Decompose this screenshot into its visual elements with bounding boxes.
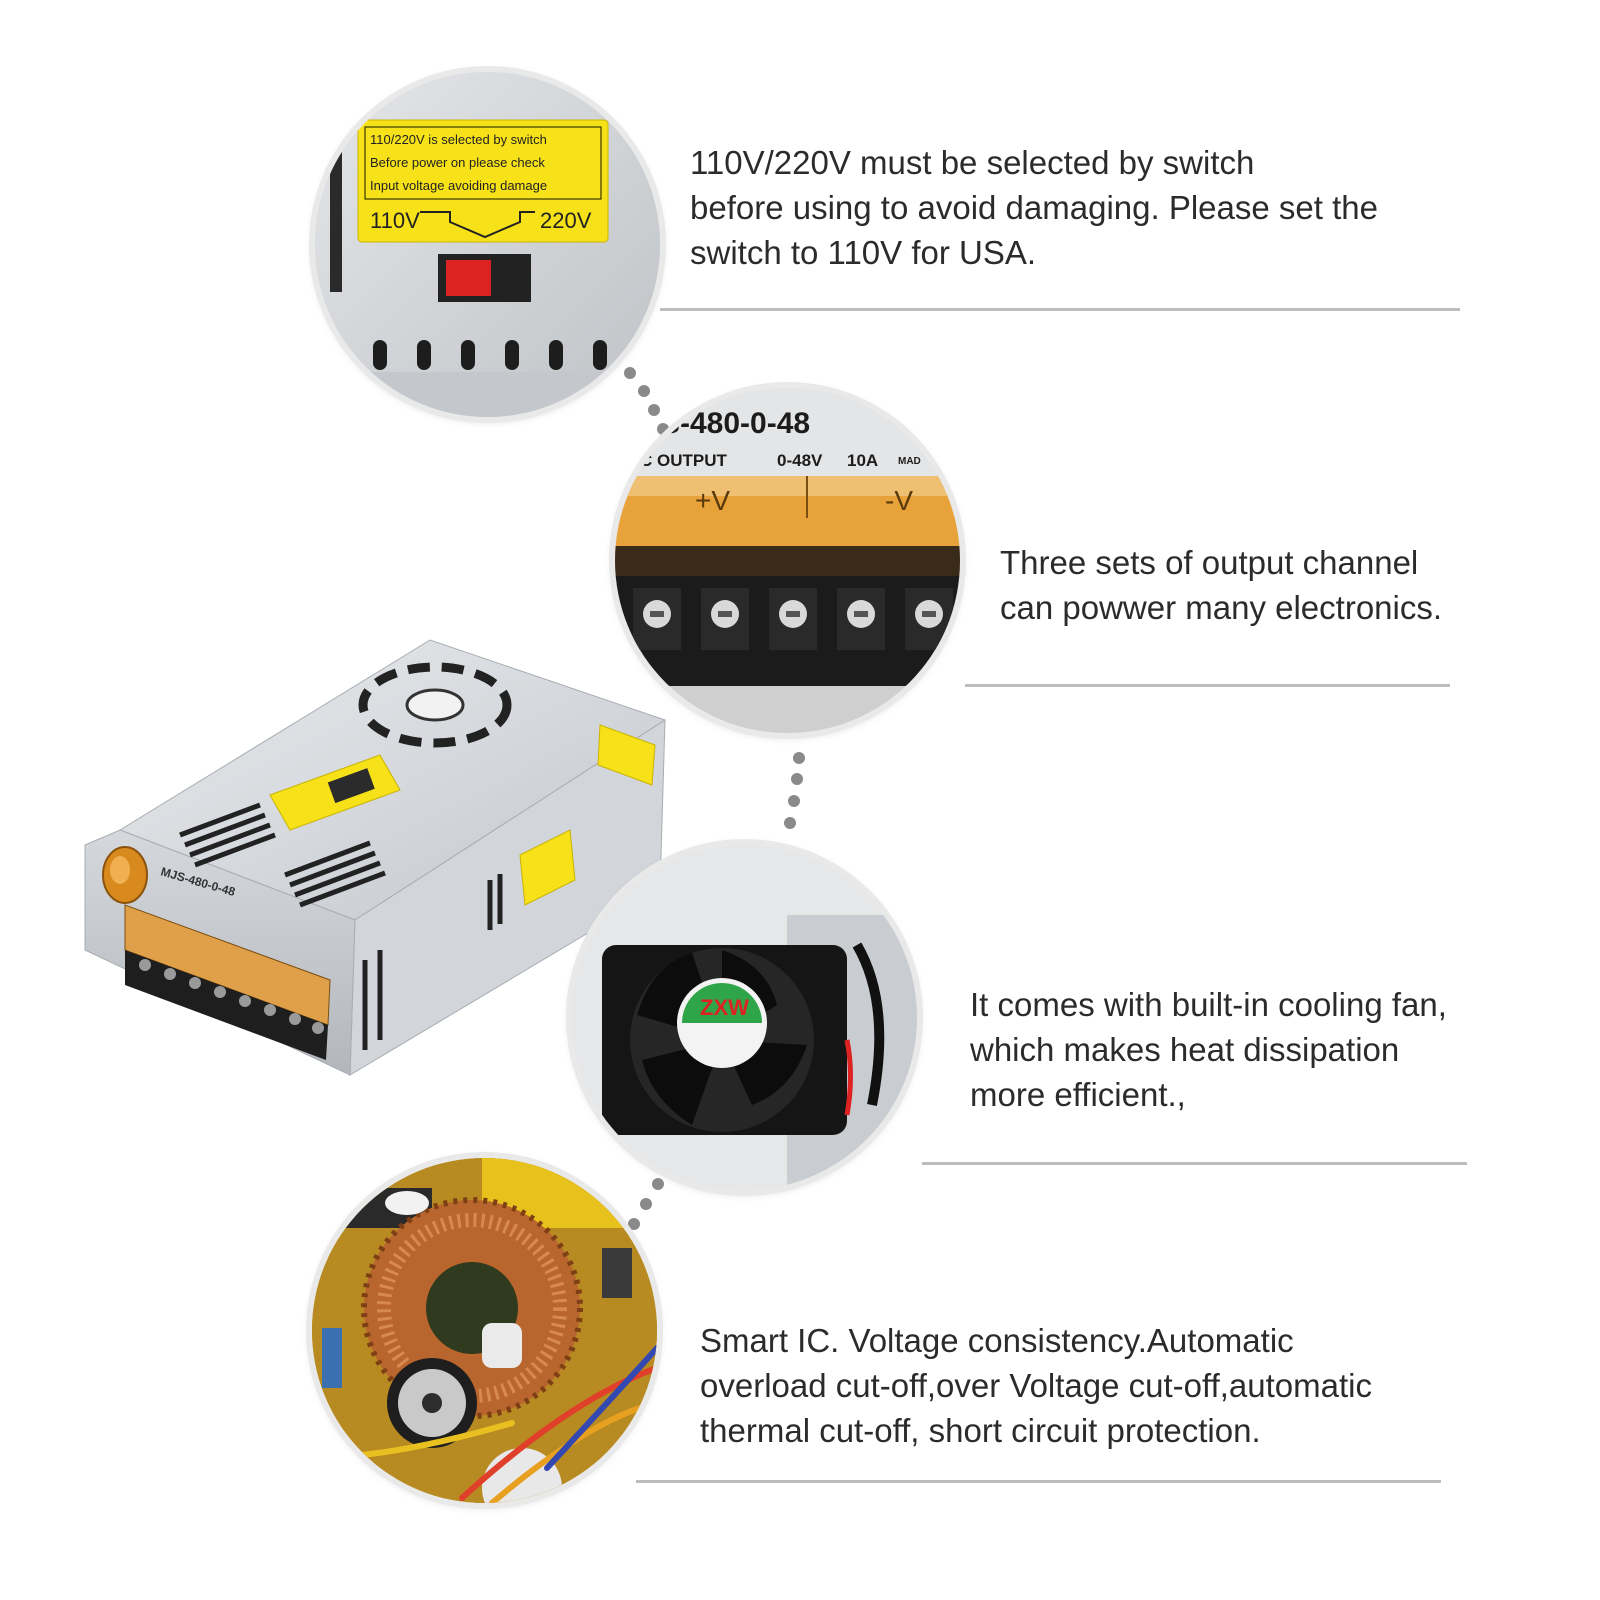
power-supply-product-image: MJS-480-0-48 (80, 630, 670, 1080)
feature-line: thermal cut-off, short circuit protectio… (700, 1412, 1261, 1449)
label-line-3: Input voltage avoiding damage (370, 178, 547, 193)
feature-line: before using to avoid damaging. Please s… (690, 189, 1378, 226)
feature-line: can powwer many electronics. (1000, 589, 1443, 626)
connector-dot (628, 1218, 640, 1230)
product-terminal-strip (124, 904, 331, 1060)
cooling-fan: ZXW (602, 945, 847, 1135)
feature-cooling-fan-text: It comes with built-in cooling fan, whic… (970, 982, 1447, 1117)
screw-terminals (615, 576, 960, 686)
model-number: S-480-0-48 (660, 407, 810, 440)
adjustment-knob (102, 846, 148, 904)
minus-v-label: -V (885, 485, 913, 516)
connector-dot (648, 404, 660, 416)
label-220v: 220V (540, 208, 592, 233)
fan-brand-logo: ZXW (700, 995, 749, 1020)
vent-slots (373, 340, 607, 370)
voltage-switch (438, 254, 531, 302)
terminal-closeup-image: S-480-0-48 C OUTPUT 0-48V 10A MAD +V -V (615, 388, 960, 733)
feature-output-channels-text: Three sets of output channel can powwer … (1000, 540, 1442, 630)
terminal-cover: +V -V (615, 476, 960, 546)
connector-dot (784, 817, 796, 829)
feature-line: which makes heat dissipation (970, 1031, 1400, 1068)
circuit-board-closeup-image (312, 1158, 657, 1503)
divider-rule (660, 308, 1460, 311)
divider-rule (636, 1480, 1441, 1483)
connector-dot (791, 773, 803, 785)
top-vents (179, 802, 386, 908)
divider-rule (965, 684, 1450, 687)
dc-output-text: C OUTPUT (640, 451, 728, 470)
connector-dot (624, 367, 636, 379)
divider-rule (922, 1162, 1467, 1165)
label-line-2: Before power on please check (370, 155, 545, 170)
feature-line: Three sets of output channel (1000, 544, 1419, 581)
voltage-warning-label: 110/220V is selected by switch Before po… (357, 119, 609, 243)
feature-line: It comes with built-in cooling fan, (970, 986, 1447, 1023)
feature-line: overload cut-off,over Voltage cut-off,au… (700, 1367, 1373, 1404)
output-current: 10A (847, 451, 878, 470)
feature-line: Smart IC. Voltage consistency.Automatic (700, 1322, 1294, 1359)
fan-closeup-image: ZXW (572, 845, 917, 1190)
fan-grill (358, 662, 512, 748)
plus-v-label: +V (695, 485, 730, 516)
connector-dot (652, 1178, 664, 1190)
connector-dot (640, 1198, 652, 1210)
switch-closeup-image: 110/220V is selected by switch Before po… (315, 72, 660, 417)
feature-voltage-switch-text: 110V/220V must be selected by switch bef… (690, 140, 1378, 275)
feature-line: switch to 110V for USA. (690, 234, 1037, 271)
made-text: MAD (898, 456, 921, 467)
connector-dot (657, 423, 669, 435)
feature-protection-text: Smart IC. Voltage consistency.Automatic … (700, 1318, 1372, 1453)
label-110v: 110V (370, 208, 420, 233)
connector-dot (793, 752, 805, 764)
label-line-1: 110/220V is selected by switch (370, 132, 547, 147)
feature-line: 110V/220V must be selected by switch (690, 144, 1255, 181)
feature-line: more efficient., (970, 1076, 1186, 1113)
output-voltage: 0-48V (777, 451, 823, 470)
connector-dot (638, 385, 650, 397)
connector-dot (788, 795, 800, 807)
